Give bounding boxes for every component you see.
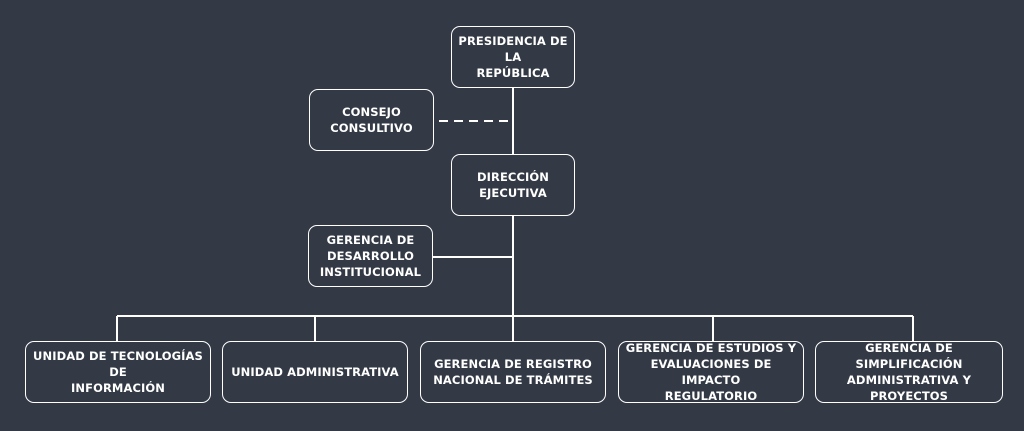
node-unidad-administrativa[interactable]: UNIDAD ADMINISTRATIVA xyxy=(222,341,408,403)
node-unidad-tecnologias[interactable]: UNIDAD DE TECNOLOGÍAS DE INFORMACIÓN xyxy=(25,341,211,403)
node-desarrollo-label: GERENCIA DE DESARROLLO INSTITUCIONAL xyxy=(319,233,422,279)
node-administrativa-label: UNIDAD ADMINISTRATIVA xyxy=(231,365,399,379)
node-presidencia[interactable]: PRESIDENCIA DE LA REPÚBLICA xyxy=(451,26,575,88)
node-registro-label: GERENCIA DE REGISTRO NACIONAL DE TRÁMITE… xyxy=(433,357,593,387)
node-estudios-label: GERENCIA DE ESTUDIOS Y EVALUACIONES DE I… xyxy=(625,341,797,403)
node-direccion-ejecutiva[interactable]: DIRECCIÓN EJECUTIVA xyxy=(451,154,575,216)
node-gerencia-estudios[interactable]: GERENCIA DE ESTUDIOS Y EVALUACIONES DE I… xyxy=(618,341,804,403)
node-simplificacion-label: GERENCIA DE SIMPLIFICACIÓN ADMINISTRATIV… xyxy=(846,341,972,403)
node-gerencia-registro[interactable]: GERENCIA DE REGISTRO NACIONAL DE TRÁMITE… xyxy=(420,341,606,403)
node-direccion-label: DIRECCIÓN EJECUTIVA xyxy=(477,170,549,200)
node-desarrollo-institucional[interactable]: GERENCIA DE DESARROLLO INSTITUCIONAL xyxy=(308,225,433,287)
node-consejo-consultivo[interactable]: CONSEJO CONSULTIVO xyxy=(309,89,434,151)
node-consejo-label: CONSEJO CONSULTIVO xyxy=(330,105,413,135)
node-presidencia-label: PRESIDENCIA DE LA REPÚBLICA xyxy=(458,34,568,80)
node-gerencia-simplificacion[interactable]: GERENCIA DE SIMPLIFICACIÓN ADMINISTRATIV… xyxy=(815,341,1003,403)
node-tecnologias-label: UNIDAD DE TECNOLOGÍAS DE INFORMACIÓN xyxy=(33,349,203,395)
